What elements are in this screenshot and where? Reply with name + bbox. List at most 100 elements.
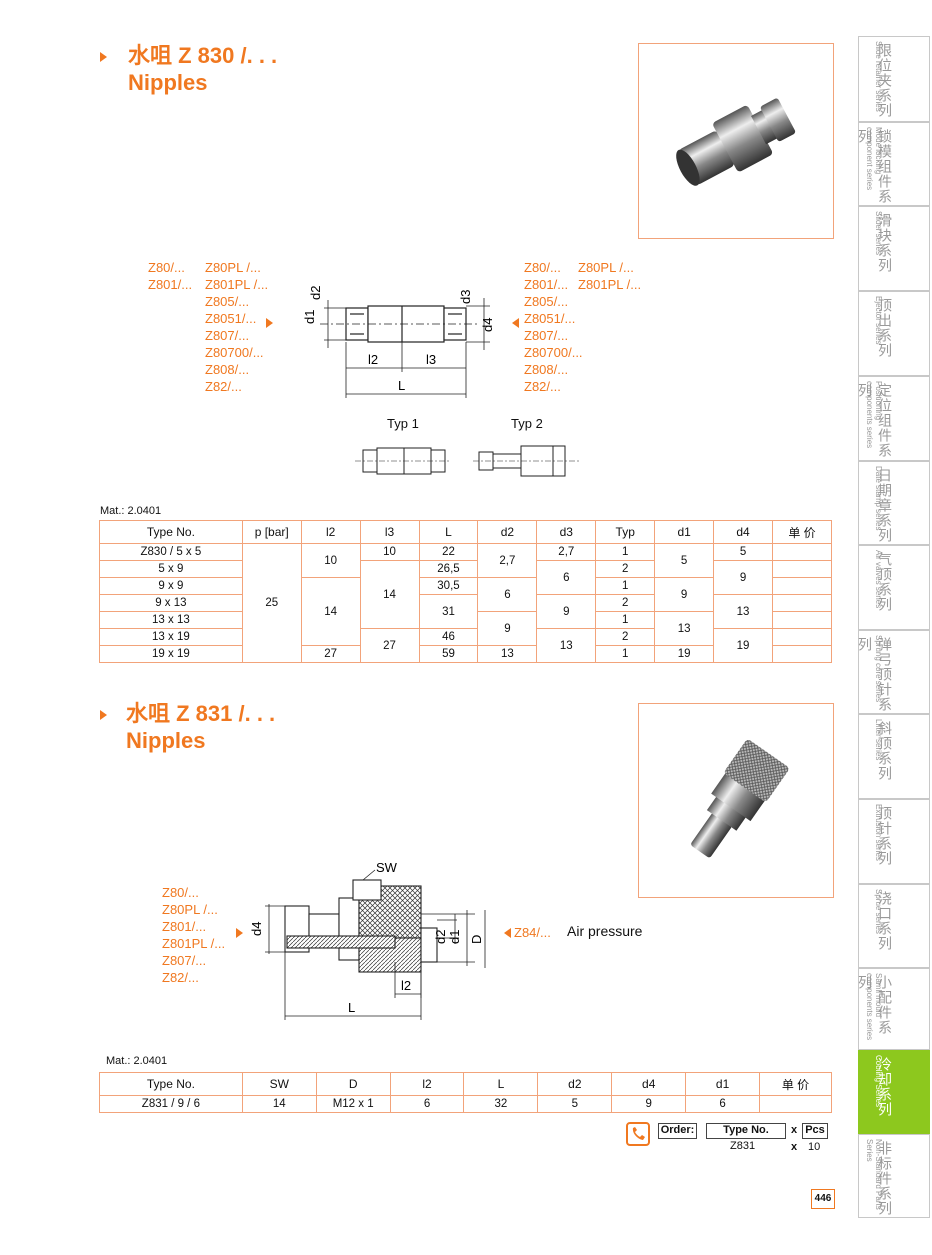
section2-material: Mat.: 2.0401 — [106, 1055, 168, 1067]
sidebar-item-air-valves[interactable]: 气顶系列 Air valves series — [858, 545, 930, 630]
section2-title: 水咀 Z 831 /. . . — [126, 701, 276, 726]
sidebar-item-positioning[interactable]: 定位组件系列 Positioning components series — [857, 376, 930, 461]
th-d4: d4 — [611, 1072, 687, 1096]
th-p-bar: p [bar] — [241, 520, 302, 544]
cell-L: 26,5 — [418, 560, 479, 578]
z830-spec-table: Type No. p [bar] l2 l3 L d2 d3 Typ d1 d4… — [99, 520, 833, 663]
th-l2: l2 — [389, 1072, 465, 1096]
th-d2: d2 — [477, 520, 538, 544]
th-d1: d1 — [685, 1072, 761, 1096]
typ2-label: Typ 2 — [511, 416, 543, 431]
cell-type: 9 x 9 — [99, 577, 243, 595]
arrow-left-icon — [512, 318, 519, 328]
sidebar-item-extrusion[interactable]: 顶针系列 Extrusion series — [858, 799, 930, 884]
sidebar-item-slide-retainer[interactable]: 限位夹系列 Slide retainer series — [858, 36, 930, 122]
cell-price — [771, 577, 833, 595]
cell-typ: 1 — [595, 645, 656, 663]
th-d3: d3 — [536, 520, 597, 544]
cell-typ: 2 — [595, 628, 656, 646]
z830-drawing: d1 d2 d3 d4 l2 l3 L — [302, 286, 495, 398]
z831-spec-table: Type No. SW D l2 L d2 d4 d1 单 价 Z831 / 9… — [99, 1072, 832, 1113]
compat-list-z831: Z80/... Z80PL /... Z801/... Z801PL /... … — [162, 885, 226, 985]
order-qty: 10 — [808, 1141, 821, 1153]
table-row: Z831 / 9 / 6 14 M12 x 1 6 32 5 9 6 — [99, 1095, 832, 1113]
sidebar-item-sprung-core[interactable]: 弹弓顶针系列 Sprung core series — [857, 630, 930, 714]
sidebar-item-sprue[interactable]: 浇口系列 Sprue series — [858, 884, 930, 968]
table-row: Z830 / 5 x 5 25 10 10 22 2,7 2,7 1 5 5 — [99, 543, 833, 663]
cell-d4: 19 — [713, 628, 773, 663]
cell-L: 59 — [418, 645, 479, 663]
title-marker-icon — [100, 710, 107, 720]
cell-price — [771, 628, 833, 646]
cell-p: 25 — [241, 543, 302, 663]
sidebar-item-non-standard[interactable]: 非标件系列 Non-Standard Parts Series — [858, 1134, 930, 1218]
compat-z84: Z84/... — [514, 925, 551, 940]
th-type-no: Type No. — [99, 1072, 243, 1096]
dim-d2-label: d2 — [433, 930, 448, 944]
sidebar-item-ejector[interactable]: 顶出系列 Ejector series — [858, 291, 930, 376]
dim-l3-label: l3 — [426, 352, 436, 367]
cell-l3: 14 — [359, 560, 420, 629]
cell-d2: 2,7 — [477, 543, 538, 578]
section1-subtitle: Nipples — [128, 70, 208, 95]
compat-list-right-1: Z80/... Z801/... Z805/... Z8051/... Z807… — [524, 260, 583, 394]
cell-type: 5 x 9 — [99, 560, 243, 578]
product-photo-z830 — [638, 43, 834, 239]
sidebar-item-small-components[interactable]: 小配件系列 Samll mould components series — [857, 968, 930, 1050]
th-typ: Typ — [595, 520, 656, 544]
table-row: 13 x 13 9 1 13 — [99, 611, 833, 646]
cell-D: M12 x 1 — [315, 1095, 391, 1113]
section1-title: 水咀 Z 830 /. . . — [128, 43, 278, 68]
phone-order-icon — [626, 1122, 650, 1146]
th-L: L — [463, 1072, 539, 1096]
cell-d4: 9 — [713, 560, 773, 595]
cell-SW: 14 — [241, 1095, 317, 1113]
sidebar-item-cooling[interactable]: 冷却系列 Cooling Series — [858, 1050, 930, 1134]
cell-d4: 5 — [713, 543, 773, 561]
dim-L-label: L — [348, 1000, 355, 1015]
sidebar-item-slider[interactable]: 滑块系列 Slider series — [858, 206, 930, 291]
th-l3: l3 — [359, 520, 420, 544]
cell-type: Z831 / 9 / 6 — [99, 1095, 243, 1113]
cell-typ: 2 — [595, 594, 656, 612]
cell-l2: 6 — [389, 1095, 465, 1113]
sidebar-item-date-stamp[interactable]: 日期章系列 Date stamp series — [858, 461, 930, 545]
cell-d1: 13 — [654, 611, 715, 646]
cell-d2: 13 — [477, 645, 538, 663]
dim-d4-label: d4 — [249, 922, 264, 936]
cell-price — [759, 1095, 832, 1113]
cell-l3: 27 — [359, 628, 420, 663]
cell-L: 30,5 — [418, 577, 479, 595]
cell-d1: 19 — [654, 645, 715, 663]
cell-price — [771, 594, 833, 612]
th-d4: d4 — [713, 520, 773, 544]
cell-typ: 1 — [595, 577, 656, 595]
compat-list-left-2: Z80PL /... Z801PL /... Z805/... Z8051/..… — [205, 260, 269, 394]
dim-d4-label: d4 — [480, 318, 495, 332]
typ1-label: Typ 1 — [387, 416, 419, 431]
cell-d1: 5 — [654, 543, 715, 578]
arrow-right-icon — [236, 928, 243, 938]
cell-d1: 6 — [685, 1095, 761, 1113]
table-row: 9 x 13 31 9 2 13 — [99, 594, 833, 629]
title-marker-icon — [100, 52, 107, 62]
cell-type: 13 x 13 — [99, 611, 243, 629]
compat-list-left-1: Z80/... Z801/... — [148, 260, 193, 292]
sidebar-item-mode-locking[interactable]: 锁模组件系列 Mode locking component series — [857, 122, 930, 206]
cell-d3: 13 — [536, 628, 597, 663]
order-type-header: Type No. — [706, 1123, 786, 1139]
cell-L: 46 — [418, 628, 479, 646]
dim-SW-label: SW — [376, 860, 398, 875]
cell-d3: 9 — [536, 594, 597, 629]
air-pressure-label: Air pressure — [567, 923, 643, 939]
sidebar-item-lifter[interactable]: 斜顶系列 Lifter series — [858, 714, 930, 799]
th-L: L — [418, 520, 479, 544]
th-price: 单 价 — [771, 520, 833, 544]
cell-typ: 1 — [595, 543, 656, 561]
order-pcs-header: Pcs — [802, 1123, 828, 1139]
cell-d3: 6 — [536, 560, 597, 595]
section1-material: Mat.: 2.0401 — [100, 505, 162, 517]
th-D: D — [315, 1072, 391, 1096]
table-row: 9 x 9 14 30,5 6 1 9 — [99, 577, 833, 646]
cell-L: 22 — [418, 543, 479, 561]
